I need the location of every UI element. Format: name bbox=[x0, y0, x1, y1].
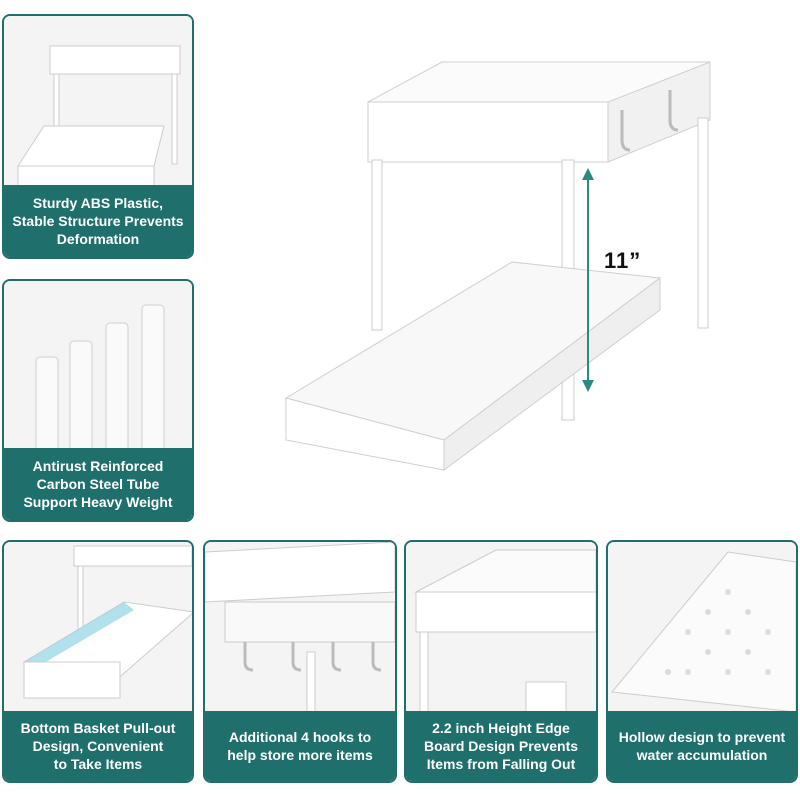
feature-card-steel-tube: Antirust Reinforced Carbon Steel Tube Su… bbox=[2, 279, 194, 522]
steel-tubes-image bbox=[4, 281, 192, 453]
feature-card-edge-board: 2.2 inch Height Edge Board Design Preven… bbox=[404, 540, 598, 783]
feature-caption: Antirust Reinforced Carbon Steel Tube Su… bbox=[4, 448, 192, 520]
hollow-tray-image bbox=[608, 542, 796, 712]
feature-caption: Hollow design to prevent water accumulat… bbox=[608, 711, 796, 781]
feature-card-pull-out: Bottom Basket Pull-out Design, Convenien… bbox=[2, 540, 194, 783]
hooks-image bbox=[205, 542, 395, 712]
feature-card-hooks: Additional 4 hooks to help store more it… bbox=[203, 540, 397, 783]
feature-caption: Sturdy ABS Plastic, Stable Structure Pre… bbox=[4, 185, 192, 257]
feature-caption: Additional 4 hooks to help store more it… bbox=[205, 711, 395, 781]
pull-out-basket-image bbox=[4, 542, 192, 712]
feature-card-abs-plastic: Sturdy ABS Plastic, Stable Structure Pre… bbox=[2, 14, 194, 259]
organizer-thumbnail-image bbox=[4, 16, 192, 188]
organizer-hero-image bbox=[284, 61, 711, 471]
feature-caption: 2.2 inch Height Edge Board Design Preven… bbox=[406, 711, 596, 781]
height-dimension-label: 11” bbox=[604, 248, 642, 273]
feature-caption: Bottom Basket Pull-out Design, Convenien… bbox=[4, 711, 192, 781]
edge-board-image bbox=[406, 542, 596, 712]
feature-card-hollow-design: Hollow design to prevent water accumulat… bbox=[606, 540, 798, 783]
